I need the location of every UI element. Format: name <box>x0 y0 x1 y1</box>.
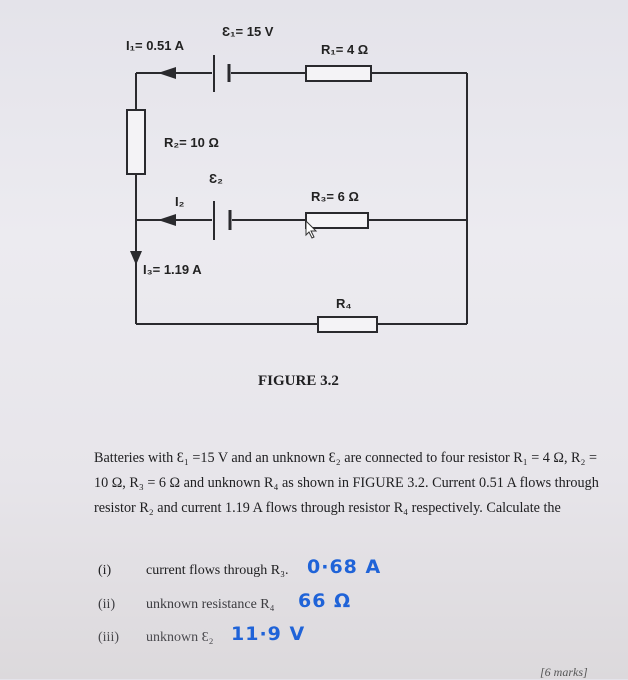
label-r2: R₂= 10 Ω <box>164 135 219 150</box>
mouse-cursor-icon <box>305 219 318 239</box>
label-r3: R₃= 6 Ω <box>311 189 359 204</box>
resistor-r2 <box>126 109 146 175</box>
question-3: (iii) unknown Ɛ₂ <box>98 630 214 646</box>
circuit-diagram <box>126 55 468 333</box>
marks-label: [6 marks] <box>540 665 588 679</box>
label-i2: I₂ <box>175 194 185 209</box>
answer-1: 0·68 A <box>307 556 382 578</box>
label-i1: I₁= 0.51 A <box>126 38 185 53</box>
battery-e2 <box>213 201 232 240</box>
label-e2: Ɛ₂ <box>209 171 223 186</box>
label-r4: R₄ <box>336 296 352 311</box>
problem-paragraph: Batteries with Ɛ₁ =15 V and an unknown Ɛ… <box>94 446 604 521</box>
arrow-i2 <box>158 214 176 226</box>
battery-e1 <box>213 55 231 92</box>
question-2: (ii) unknown resistance R₄ <box>98 597 275 613</box>
question-1-number: (i) <box>98 563 112 578</box>
question-2-number: (ii) <box>98 597 116 612</box>
question-1: (i) current flows through R₃. <box>98 563 289 579</box>
figure-caption: FIGURE 3.2 <box>258 373 339 389</box>
question-2-text: unknown resistance R₄ <box>146 597 275 612</box>
label-e1: Ɛ₁= 15 V <box>222 24 274 39</box>
resistor-r1 <box>305 65 372 82</box>
question-1-text: current flows through R₃. <box>146 563 289 578</box>
label-r1: R₁= 4 Ω <box>321 42 369 57</box>
resistor-r3 <box>305 212 369 229</box>
question-3-number: (iii) <box>98 630 119 645</box>
arrow-i3 <box>130 251 142 265</box>
answer-2: 66 Ω <box>298 590 352 612</box>
answer-3: 11·9 V <box>231 623 306 645</box>
question-3-text: unknown Ɛ₂ <box>146 630 214 645</box>
label-i3: I₃= 1.19 A <box>143 262 202 277</box>
resistor-r4 <box>317 316 378 333</box>
problem-text: Batteries with Ɛ₁ =15 V and an unknown Ɛ… <box>94 450 599 516</box>
arrow-i1 <box>158 67 176 79</box>
